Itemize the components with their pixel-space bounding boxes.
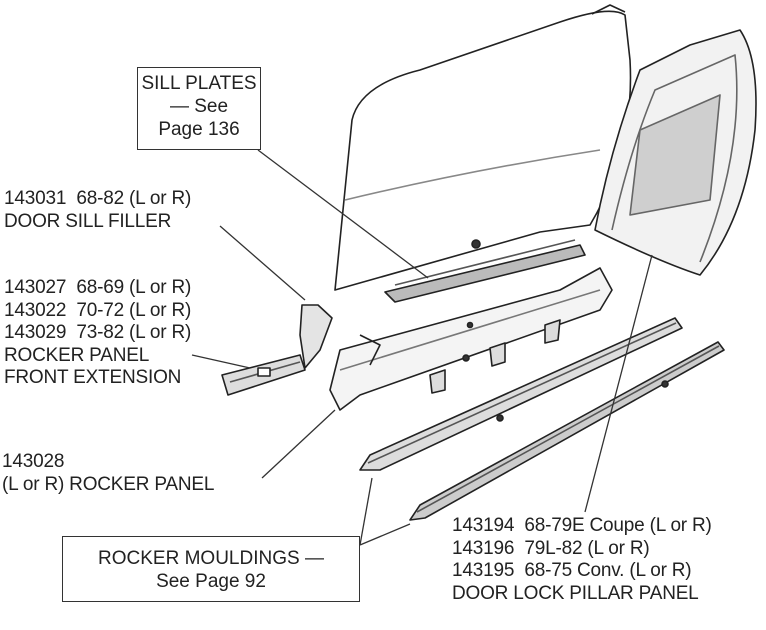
- callout-line: SILL PLATES: [141, 73, 257, 94]
- label-line: 143194 68-79E Coupe (L or R): [452, 515, 712, 536]
- door-sill-filler: [299, 304, 333, 369]
- callout-line: See Page 92: [156, 571, 266, 592]
- label-line: 143195 68-75 Conv. (L or R): [452, 560, 692, 581]
- rocker-panel-label: 143028(L or R) ROCKER PANEL: [2, 451, 214, 496]
- rocker-panel: [329, 267, 613, 411]
- rocker-mouldings-callout: ROCKER MOULDINGS —See Page 92: [62, 536, 360, 602]
- callout-line: — See: [169, 96, 229, 117]
- rocker-front-extension-label: 143027 68-69 (L or R)143022 70-72 (L or …: [4, 277, 191, 390]
- door-panel: [334, 10, 632, 291]
- callout-line: ROCKER MOULDINGS —: [98, 548, 324, 569]
- callout-line: Page 136: [158, 119, 240, 140]
- label-line: (L or R) ROCKER PANEL: [2, 473, 215, 495]
- label-line: 143028: [2, 451, 65, 472]
- door-sill-filler-label: 143031 68-82 (L or R)DOOR SILL FILLER: [4, 188, 191, 233]
- label-line: 143031 68-82 (L or R): [4, 188, 192, 209]
- label-line: DOOR SILL FILLER: [4, 210, 172, 232]
- label-line: ROCKER PANEL: [4, 344, 150, 366]
- label-line: 143196 79L-82 (L or R): [452, 537, 650, 559]
- label-line: 143022 70-72 (L or R): [4, 299, 192, 321]
- label-line: DOOR LOCK PILLAR PANEL: [452, 582, 699, 604]
- label-line: 143029 73-82 (L or R): [4, 322, 192, 343]
- leader-lines: [191, 149, 653, 546]
- label-line: FRONT EXTENSION: [4, 367, 182, 388]
- sill-plate: [384, 244, 586, 303]
- label-line: 143027 68-69 (L or R): [4, 277, 192, 298]
- door-lock-pillar-label: 143194 68-79E Coupe (L or R)143196 79L-8…: [452, 515, 712, 605]
